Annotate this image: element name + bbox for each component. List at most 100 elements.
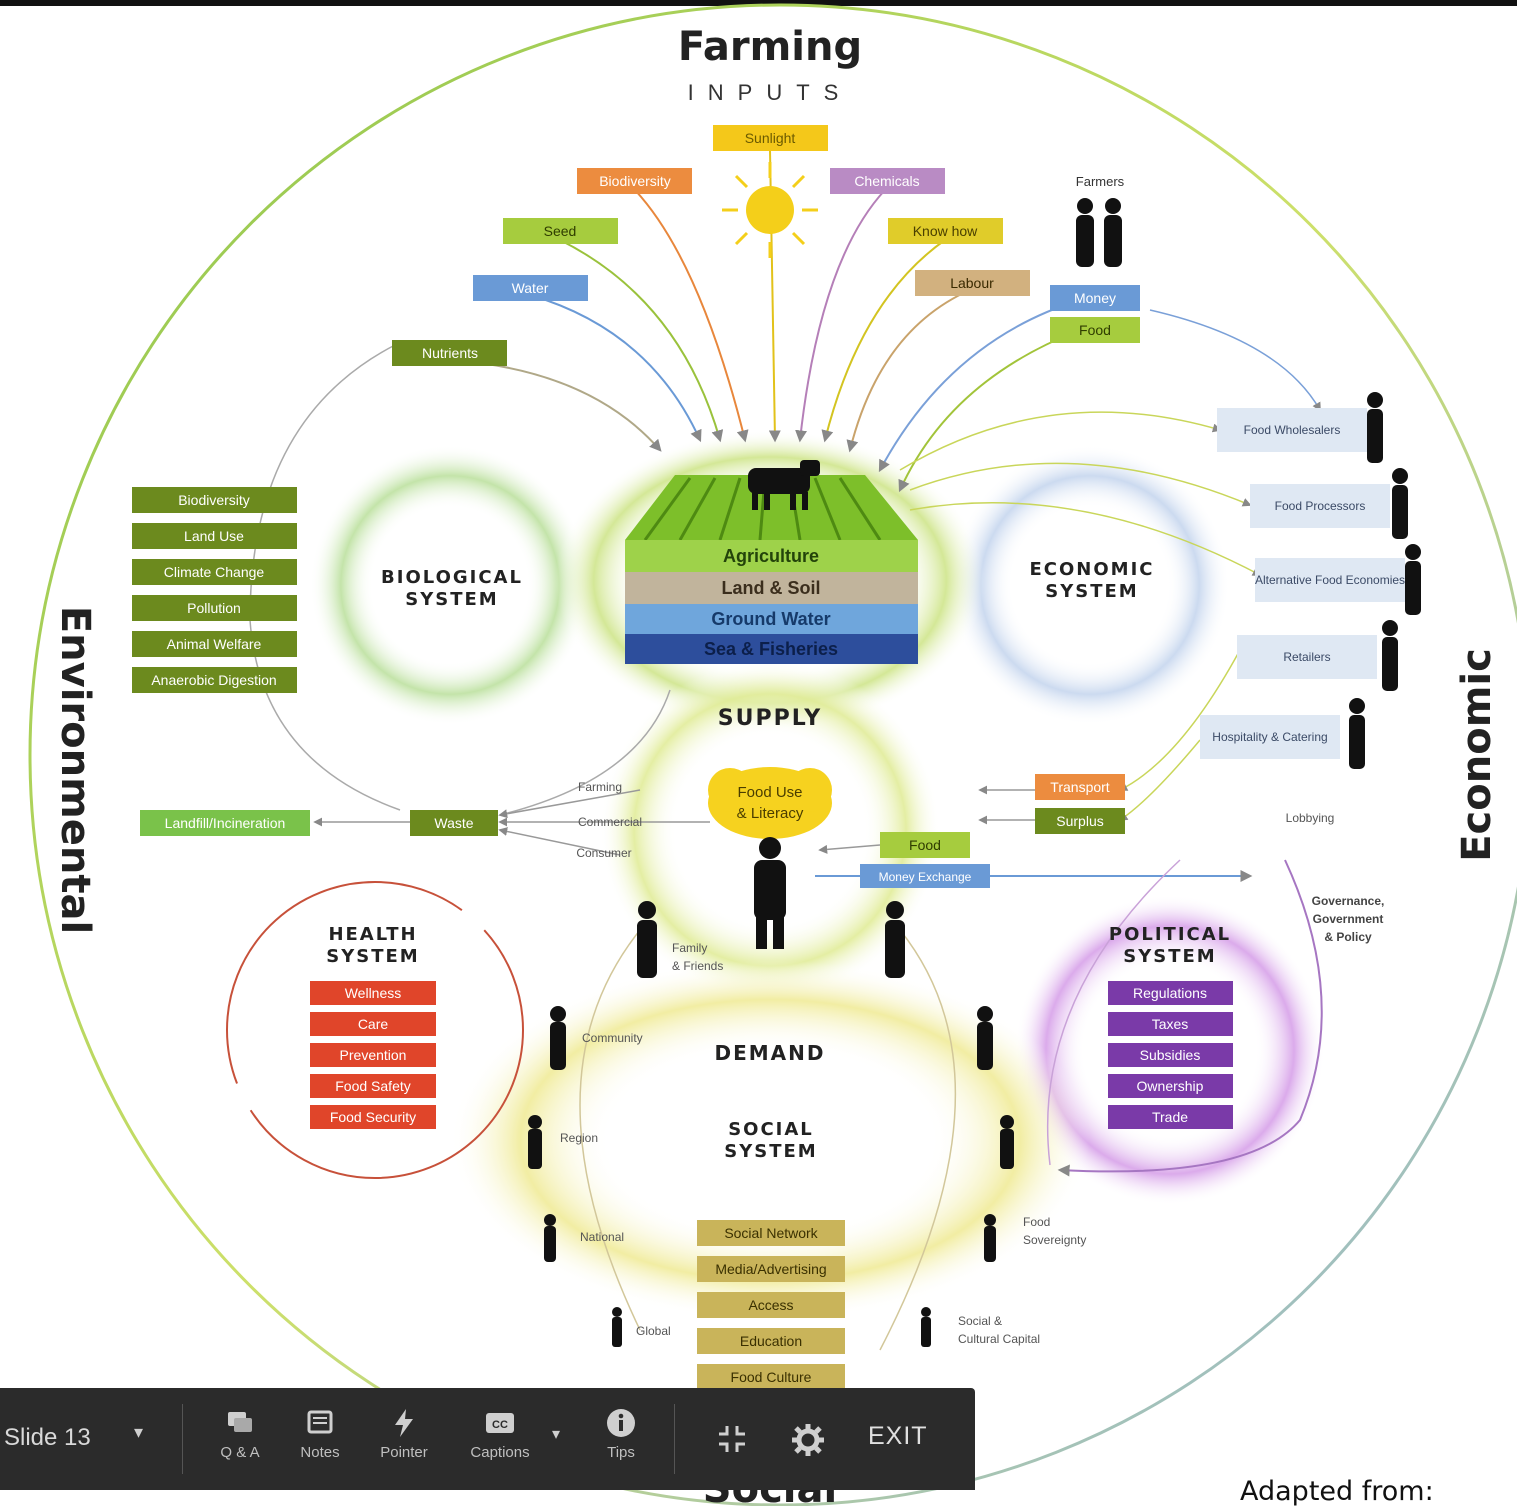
economic-actors: Food Wholesalers Food Processors Alterna… (1200, 408, 1405, 759)
food-use-line2: & Literacy (737, 805, 804, 822)
health-system-title: HEALTH (328, 924, 417, 945)
health-ring (226, 881, 524, 1179)
agriculture-layer: Agriculture (723, 546, 819, 566)
social-system-title: SOCIAL (728, 1119, 814, 1140)
sunlight-tag: Sunlight (745, 130, 796, 146)
know-how-tag: Know how (913, 223, 978, 239)
actor-label: Food Processors (1275, 499, 1366, 513)
notes-button[interactable]: Notes (290, 1406, 350, 1461)
exit-fullscreen-icon[interactable] (715, 1422, 749, 1456)
svg-text:Government: Government (1313, 912, 1384, 926)
biological-system-title: BIOLOGICAL (381, 567, 523, 588)
actor-label: Alternative Food Economies (1255, 573, 1405, 587)
gear-icon[interactable] (790, 1422, 826, 1458)
health-item: Wellness (345, 985, 402, 1001)
food-sovereignty-label-1: Food (1023, 1215, 1050, 1229)
waste-tag: Waste (434, 815, 473, 831)
money-exchange-tag: Money Exchange (879, 870, 972, 884)
lobbying-arc (1046, 859, 1181, 1166)
national-label: National (580, 1230, 624, 1244)
chemicals-tag: Chemicals (854, 173, 919, 189)
environmental-label: Environmental (52, 606, 98, 934)
center-lines (818, 785, 1035, 854)
waste-arc (499, 689, 671, 816)
political-item: Ownership (1137, 1078, 1204, 1094)
qa-button[interactable]: Q & A (210, 1406, 270, 1461)
transport-tag: Transport (1050, 779, 1110, 795)
commercial-waste-label: Commercial (578, 815, 642, 829)
input-arrows (449, 149, 1081, 493)
family-person-icons (637, 901, 905, 978)
input-tags: Sunlight Biodiversity Chemicals Seed Kno… (392, 125, 1140, 366)
bio-item: Animal Welfare (167, 636, 262, 652)
bio-item: Climate Change (164, 564, 265, 580)
center-food-tag: Food (909, 837, 941, 853)
actor-label: Retailers (1283, 650, 1330, 664)
inputs-label: INPUTS (688, 80, 853, 105)
farming-waste-label: Farming (578, 780, 622, 794)
farming-label: Farming (678, 24, 862, 70)
top-bar (0, 0, 1517, 6)
chat-icon (228, 1412, 252, 1432)
notes-icon (307, 1410, 333, 1434)
health-item: Care (358, 1016, 389, 1032)
social-item: Access (748, 1297, 793, 1313)
social-scale-icons (528, 1006, 1014, 1347)
health-items: Wellness Care Prevention Food Safety Foo… (310, 981, 436, 1129)
political-item: Taxes (1152, 1016, 1189, 1032)
political-items: Regulations Taxes Subsidies Ownership Tr… (1108, 981, 1233, 1129)
social-item: Media/Advertising (715, 1261, 826, 1277)
supply-label: SUPPLY (718, 706, 822, 731)
bio-item: Anaerobic Digestion (151, 672, 276, 688)
food-use-line1: Food Use (737, 784, 802, 801)
farmers-label: Farmers (1076, 174, 1125, 189)
food-tag: Food (1079, 322, 1111, 338)
actor-label: Hospitality & Catering (1212, 730, 1327, 744)
sea-fisheries-layer: Sea & Fisheries (704, 639, 838, 659)
outer-ring (28, 3, 1517, 1506)
water-tag: Water (512, 280, 549, 296)
captions-icon: CC (486, 1413, 514, 1433)
social-system-subtitle: SYSTEM (724, 1141, 817, 1162)
social-glow (450, 960, 1090, 1320)
region-label: Region (560, 1131, 598, 1145)
slide-dropdown-icon[interactable]: ▾ (134, 1422, 144, 1442)
social-item: Food Culture (731, 1369, 812, 1385)
svg-text:& Policy: & Policy (1324, 930, 1372, 944)
economic-arrows (899, 411, 1262, 821)
actor-person-icons (1349, 392, 1421, 769)
sun-icon (722, 162, 818, 258)
money-arrow (1149, 309, 1321, 412)
adapted-from-caption: Adapted from: (1240, 1476, 1434, 1507)
political-system-subtitle: SYSTEM (1123, 946, 1216, 967)
slide-selector[interactable]: Slide 13 (4, 1424, 91, 1451)
family-label-2: & Friends (672, 959, 723, 973)
pointer-button[interactable]: Pointer (372, 1406, 436, 1461)
captions-dropdown-icon[interactable]: ▾ (552, 1426, 561, 1443)
ground-water-layer: Ground Water (711, 609, 830, 629)
svg-text:CC: CC (492, 1419, 508, 1431)
tips-button[interactable]: Tips (596, 1406, 646, 1461)
political-item: Subsidies (1140, 1047, 1201, 1063)
agriculture-block: Agriculture Land & Soil Ground Water Sea… (625, 460, 918, 664)
demand-label: DEMAND (715, 1041, 826, 1065)
farmers-icon (1076, 198, 1122, 267)
social-arc-left (579, 929, 641, 1331)
economic-label: Economic (1454, 648, 1500, 862)
landfill-tag: Landfill/Incineration (165, 815, 286, 831)
lightning-icon (395, 1409, 413, 1437)
economic-glow (950, 445, 1230, 725)
food-sovereignty-label-2: Sovereignty (1023, 1233, 1086, 1247)
surplus-tag: Surplus (1056, 813, 1103, 829)
community-label: Community (582, 1031, 643, 1045)
social-item: Education (740, 1333, 802, 1349)
labour-tag: Labour (950, 275, 994, 291)
biodiversity-tag: Biodiversity (599, 173, 671, 189)
exit-button[interactable]: EXIT (868, 1422, 928, 1450)
cow-icon (748, 460, 820, 510)
bio-item: Land Use (184, 528, 244, 544)
social-item: Social Network (724, 1225, 818, 1241)
presenter-toolbar: Slide 13 ▾ Q & A Notes Pointer CC Captio… (0, 1388, 975, 1490)
captions-button[interactable]: CC Captions (462, 1406, 538, 1461)
